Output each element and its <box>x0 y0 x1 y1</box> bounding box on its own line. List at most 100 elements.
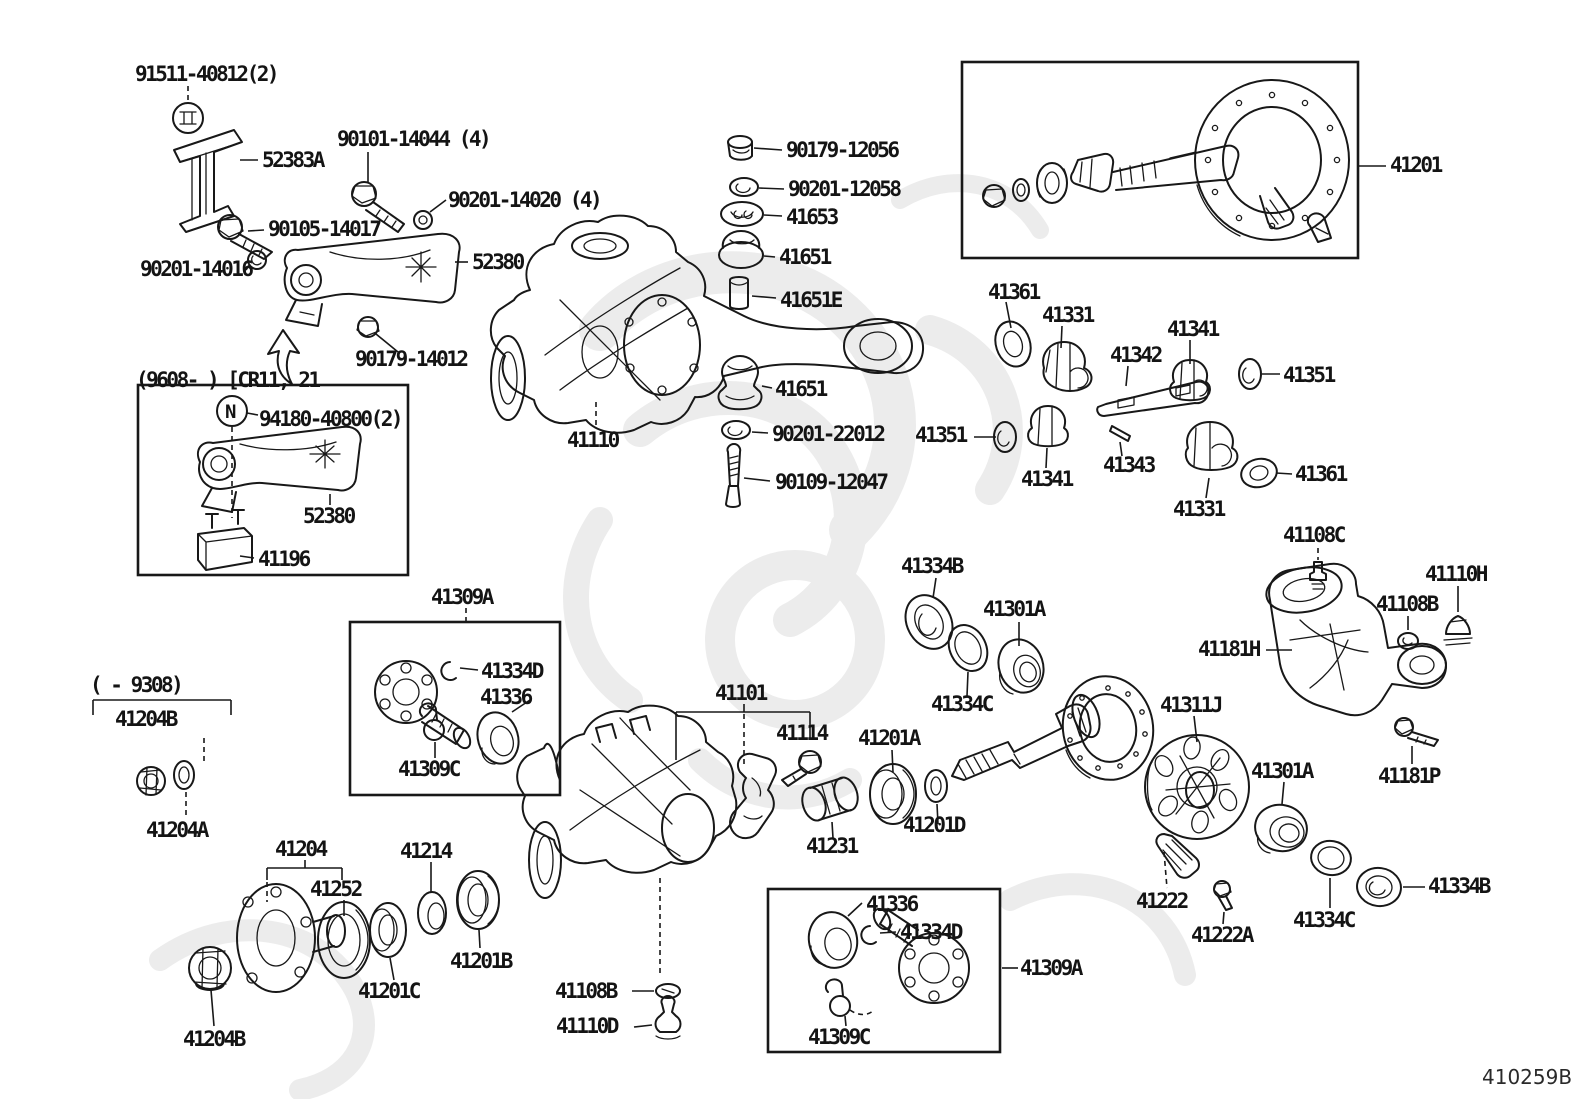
washer-41108b-right-drawing <box>1397 616 1419 650</box>
figure-code: 410259B <box>1482 1065 1572 1089</box>
part-label-90201-12058[interactable]: 90201-12058 <box>788 177 904 201</box>
part-label-41222a[interactable]: 41222A <box>1191 923 1257 947</box>
part-label-91511-40812[interactable]: 91511-40812(2) <box>135 62 280 86</box>
part-label-41311j[interactable]: 41311J <box>1160 693 1224 717</box>
part-label-94180-40800[interactable]: 94180-40800(2) <box>259 407 404 431</box>
part-label-90109-12047[interactable]: 90109-12047 <box>775 470 891 494</box>
part-label-41108b-2[interactable]: 41108B <box>555 979 620 1003</box>
grommet-column-drawings <box>717 135 785 508</box>
part-label-41301a-2[interactable]: 41301A <box>1251 759 1317 783</box>
part-label-41301a[interactable]: 41301A <box>983 597 1049 621</box>
part-label-41653[interactable]: 41653 <box>786 205 841 229</box>
part-label-41334b-2[interactable]: 41334B <box>1428 874 1493 898</box>
part-label-41204b-2[interactable]: 41204B <box>183 1027 248 1051</box>
part-label-41341[interactable]: 41341 <box>1167 317 1222 341</box>
part-label-41181h[interactable]: 41181H <box>1198 637 1263 661</box>
bolt-41114-drawing <box>781 750 822 787</box>
bearing-41301a-upper-drawing <box>997 622 1045 695</box>
part-label-52380-2[interactable]: 52380 <box>303 504 358 528</box>
part-label-41351-2[interactable]: 41351 <box>915 423 970 447</box>
cushion-41196-drawing <box>197 509 255 571</box>
part-label-41334b[interactable]: 41334B <box>901 554 966 578</box>
part-label-41336-2[interactable]: 41336 <box>866 892 921 916</box>
part-label-90179-14012[interactable]: 90179-14012 <box>355 347 470 371</box>
part-label-41204a[interactable]: 41204A <box>146 818 212 842</box>
seal-41252-drawing <box>317 900 371 979</box>
part-label-41110h[interactable]: 41110H <box>1425 562 1490 586</box>
part-label-41108c[interactable]: 41108C <box>1283 523 1348 547</box>
part-label-41214[interactable]: 41214 <box>400 839 455 863</box>
part-label-41222[interactable]: 41222 <box>1136 889 1190 913</box>
part-label-41361-2[interactable]: 41361 <box>1295 462 1350 486</box>
breather-41108c-drawing <box>1309 548 1327 590</box>
n-marker-letter: N <box>225 401 236 423</box>
part-label-90105-14017[interactable]: 90105-14017 <box>268 217 384 241</box>
part-label-41252[interactable]: 41252 <box>310 877 364 901</box>
axle-shaft-lower-box-drawing <box>807 902 1018 1027</box>
part-label-41334c[interactable]: 41334C <box>931 692 996 716</box>
diff-case-41311j-drawing <box>1144 715 1250 840</box>
up-arrow-callout <box>267 329 300 385</box>
part-label-41334c-2[interactable]: 41334C <box>1293 908 1358 932</box>
washer-90201-14016-drawing <box>245 250 267 271</box>
part-label-41336[interactable]: 41336 <box>480 685 535 709</box>
part-label-90201-14020[interactable]: 90201-14020 (4) <box>448 188 603 212</box>
bearing-41201a-drawing <box>869 749 917 825</box>
part-label-41231[interactable]: 41231 <box>806 834 861 858</box>
part-label-41361[interactable]: 41361 <box>988 280 1043 304</box>
part-label-41201d[interactable]: 41201D <box>903 813 968 837</box>
part-label-41196[interactable]: 41196 <box>258 547 313 571</box>
part-label-41309a-2[interactable]: 41309A <box>1020 956 1086 980</box>
bracket-52380-boxed-drawing <box>196 425 362 513</box>
part-label-41309c[interactable]: 41309C <box>398 757 463 781</box>
bracket-52383a-drawing <box>173 129 258 233</box>
diff-carrier-41101-drawing <box>516 704 738 976</box>
seal-41334b-upper-drawing <box>904 577 954 650</box>
part-label-90201-22012[interactable]: 90201-22012 <box>772 422 887 446</box>
pinion-kit-box <box>960 60 1360 260</box>
part-label-41334d[interactable]: 41334D <box>481 659 546 683</box>
pinion-kit-41201-drawing <box>982 79 1386 243</box>
part-label-41201a[interactable]: 41201A <box>858 726 924 750</box>
ring-gear-lower-drawing <box>1061 675 1155 781</box>
part-label-41334d-2[interactable]: 41334D <box>900 920 965 944</box>
part-label-41108b[interactable]: 41108B <box>1376 592 1441 616</box>
wedge-41222-drawing <box>1155 833 1200 889</box>
bracket-52380-top-drawing <box>283 232 468 327</box>
part-label-41331[interactable]: 41331 <box>1042 303 1097 327</box>
part-label-41331-2[interactable]: 41331 <box>1173 497 1228 521</box>
part-label-90179-12056[interactable]: 90179-12056 <box>786 138 902 162</box>
part-label-41309c-2[interactable]: 41309C <box>808 1025 873 1049</box>
part-label-90101-14044[interactable]: 90101-14044 (4) <box>337 127 492 151</box>
part-label-41181p[interactable]: 41181P <box>1378 764 1443 788</box>
plug-90179-12056-drawing <box>727 135 783 161</box>
part-label-41651e[interactable]: 41651E <box>780 288 845 312</box>
axle-shaft-box-lower <box>766 887 1002 1054</box>
diff-carrier-41110-drawing <box>489 214 925 434</box>
note-9308: ( - 9308) <box>90 673 181 697</box>
part-label-41201c[interactable]: 41201C <box>358 979 423 1003</box>
part-label-41309a[interactable]: 41309A <box>431 585 497 609</box>
part-label-41341-2[interactable]: 41341 <box>1021 467 1076 491</box>
part-label-41342[interactable]: 41342 <box>1110 343 1164 367</box>
part-label-41343[interactable]: 41343 <box>1103 453 1158 477</box>
part-label-41201[interactable]: 41201 <box>1390 153 1445 177</box>
part-label-41201b[interactable]: 41201B <box>450 949 515 973</box>
part-label-41204b[interactable]: 41204B <box>115 707 180 731</box>
part-label-41110[interactable]: 41110 <box>567 428 622 452</box>
bearing-41301a-lower-drawing <box>1254 781 1308 854</box>
part-label-41110d[interactable]: 41110D <box>556 1014 621 1038</box>
part-label-52383a[interactable]: 52383A <box>262 148 328 172</box>
part-label-41351[interactable]: 41351 <box>1283 363 1338 387</box>
bolt-91511-drawing <box>172 86 204 134</box>
part-label-41204[interactable]: 41204 <box>275 837 330 861</box>
watermark-graphic <box>149 174 1196 1099</box>
part-label-52380[interactable]: 52380 <box>472 250 527 274</box>
axle-shaft-upper-box-drawing <box>374 608 531 765</box>
part-label-41651-2[interactable]: 41651 <box>775 377 830 401</box>
part-label-41114[interactable]: 41114 <box>776 721 831 745</box>
part-label-41651[interactable]: 41651 <box>779 245 834 269</box>
bolt-90101-drawing <box>351 152 405 233</box>
part-label-41101[interactable]: 41101 <box>715 681 770 705</box>
part-label-90201-14016[interactable]: 90201-14016 <box>140 257 256 281</box>
